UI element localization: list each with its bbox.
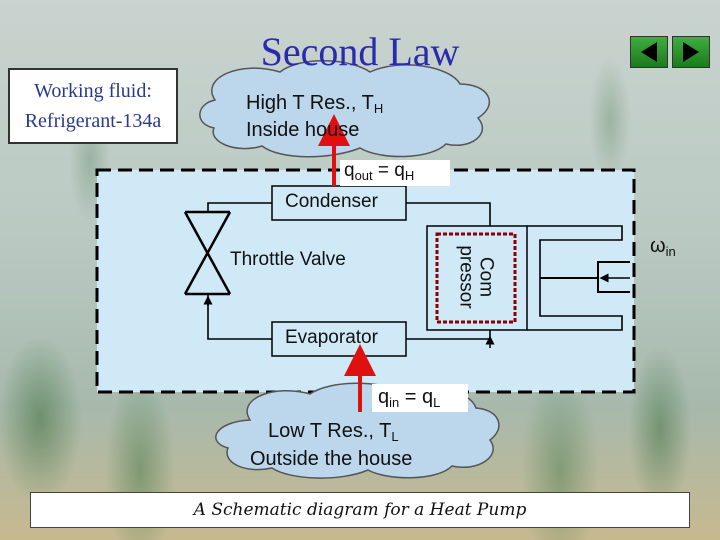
high-temperature-reservoir-cloud bbox=[199, 60, 491, 158]
qin-eq: = q bbox=[399, 386, 434, 408]
working-fluid-value: Refrigerant-134a bbox=[24, 110, 162, 132]
low-res-title: Low T Res., T bbox=[268, 420, 392, 442]
diagram-caption: A Schematic diagram for a Heat Pump bbox=[30, 492, 690, 528]
qin-eq-sub: L bbox=[433, 395, 441, 410]
outside-house-label: Outside the house bbox=[250, 448, 413, 470]
qout-label: qout = qH bbox=[344, 160, 414, 183]
compressor-label-line1: Com bbox=[475, 256, 497, 298]
omega-symbol: ω bbox=[650, 235, 666, 257]
inside-house-label: Inside house bbox=[246, 119, 360, 141]
compressor-housing bbox=[426, 225, 528, 331]
high-res-title: High T Res., T bbox=[246, 92, 374, 114]
work-input-subscript: in bbox=[665, 244, 676, 259]
condenser-box bbox=[271, 185, 407, 221]
slide-title: Second Law bbox=[260, 29, 460, 74]
triangle-left-icon bbox=[641, 42, 657, 62]
throttle-valve-label: Throttle Valve bbox=[230, 249, 346, 270]
qin-label-bg bbox=[372, 384, 468, 412]
next-slide-button[interactable] bbox=[672, 36, 710, 68]
qout-sub: out bbox=[354, 168, 373, 183]
working-fluid-box: Working fluid: Refrigerant-134a bbox=[8, 68, 178, 144]
evaporator-label: Evaporator bbox=[285, 327, 378, 348]
high-res-label: High T Res., TH bbox=[246, 92, 383, 116]
throttle-valve-icon bbox=[183, 210, 232, 296]
low-res-subscript: L bbox=[391, 429, 399, 444]
qout-eq: = q bbox=[372, 160, 405, 181]
working-fluid-label: Working fluid: bbox=[34, 80, 152, 102]
condenser-label: Condenser bbox=[285, 191, 378, 212]
evaporator-box bbox=[271, 321, 407, 357]
qout-eq-sub: H bbox=[404, 168, 415, 183]
qout-label-bg bbox=[340, 160, 450, 186]
qin-sub: in bbox=[389, 395, 400, 410]
previous-slide-button[interactable] bbox=[630, 36, 668, 68]
qin-q: q bbox=[378, 386, 390, 408]
compressor-label: Com pressor bbox=[455, 245, 497, 309]
qout-q: q bbox=[344, 160, 355, 181]
triangle-right-icon bbox=[683, 42, 699, 62]
qin-label: qin = qL bbox=[378, 386, 440, 410]
high-res-subscript: H bbox=[373, 101, 384, 116]
compressor-label-box: Com pressor bbox=[437, 236, 515, 318]
low-res-label: Low T Res., TL bbox=[268, 420, 399, 444]
compressor-label-line2: pressor bbox=[455, 245, 477, 309]
piston-icon bbox=[527, 225, 630, 331]
work-input-label: ωin bbox=[650, 235, 676, 259]
compressor-cylinder bbox=[435, 232, 517, 324]
